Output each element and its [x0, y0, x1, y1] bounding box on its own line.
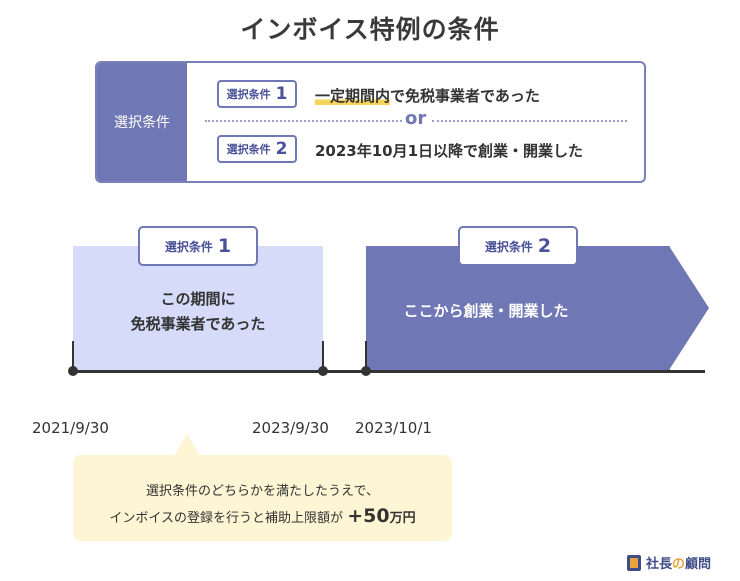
date-label-3: 2023/10/1 — [355, 419, 432, 437]
or-divider-left — [205, 120, 402, 122]
conditions-box: 選択条件 選択条件 1 一定期間内で免税事業者であった or 選択条件 2 20… — [95, 61, 646, 183]
period-1-block: この期間に 免税事業者であった — [73, 246, 323, 370]
date-label-2: 2023/9/30 — [252, 419, 329, 437]
period-1-tag-label: 選択条件 — [164, 239, 213, 254]
note-unit: 万円 — [389, 511, 416, 526]
note-amount: +50 — [347, 505, 390, 527]
condition-1-rest: で免税事業者であった — [390, 87, 540, 105]
condition-1-tag-label: 選択条件 — [226, 88, 271, 101]
logo-text-1: 社長 — [646, 557, 673, 572]
condition-2-text: 2023年10月1日以降で創業・開業した — [315, 142, 584, 160]
or-label: or — [405, 108, 427, 129]
condition-2-tag: 選択条件 2 — [217, 135, 297, 163]
condition-2-tag-number: 2 — [275, 139, 288, 159]
condition-1-tag-number: 1 — [275, 84, 288, 104]
tick-dot-1 — [68, 366, 78, 376]
period-2-text: ここから創業・開業した — [403, 302, 569, 320]
period-1-line1: この期間に — [160, 290, 236, 308]
conditions-side-label: 選択条件 — [97, 63, 187, 181]
period-1-tag-number: 1 — [217, 235, 232, 257]
logo-text-3: 顧問 — [685, 557, 712, 572]
logo-icon — [627, 554, 641, 571]
timeline-axis — [73, 370, 705, 373]
condition-1-tag: 選択条件 1 — [217, 80, 297, 108]
tick-dot-2 — [318, 366, 328, 376]
note-line-2: インボイスの登録を行うと補助上限額が +50万円 — [73, 505, 452, 527]
period-2-tag-label: 選択条件 — [484, 239, 533, 254]
note-line-1: 選択条件のどちらかを満たしたうえで、 — [145, 484, 380, 499]
period-2-tag: 選択条件 2 — [458, 226, 578, 266]
page-title: インボイス特例の条件 — [240, 15, 500, 44]
tick-line-2 — [322, 341, 324, 371]
logo-text-2: の — [672, 557, 686, 572]
condition-1-text: 一定期間内で免税事業者であった — [315, 85, 540, 106]
period-1-line2: 免税事業者であった — [130, 315, 266, 333]
period-2-arrow-head — [669, 246, 709, 370]
period-2-tag-number: 2 — [537, 235, 552, 257]
date-label-1: 2021/9/30 — [32, 419, 109, 437]
note-pointer — [174, 434, 200, 456]
period-1-tag: 選択条件 1 — [138, 226, 258, 266]
tick-line-1 — [72, 341, 74, 371]
or-divider-right — [432, 120, 627, 122]
note-line-2-prefix: インボイスの登録を行うと補助上限額が — [109, 511, 344, 526]
condition-1-highlight: 一定期間内 — [315, 87, 391, 105]
period-2-block: ここから創業・開業した — [366, 246, 670, 370]
tick-line-3 — [365, 341, 367, 371]
brand-logo: 社長の顧問 — [626, 553, 711, 572]
tick-dot-3 — [361, 366, 371, 376]
condition-2-tag-label: 選択条件 — [226, 143, 271, 156]
note-bubble: 選択条件のどちらかを満たしたうえで、 インボイスの登録を行うと補助上限額が +5… — [73, 455, 452, 541]
